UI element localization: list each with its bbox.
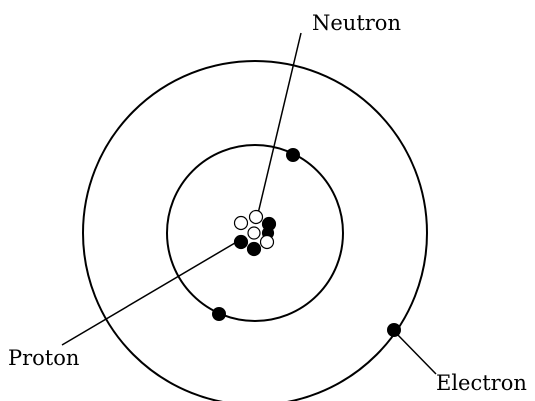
electron-label: Electron: [436, 371, 527, 395]
electron-inner-top: [286, 148, 300, 162]
proton-particle: [235, 217, 248, 230]
electron-leader-line: [395, 332, 436, 374]
nucleus: [235, 211, 276, 256]
proton-particle: [248, 227, 260, 239]
neutron-particle: [248, 243, 261, 256]
neutron-label: Neutron: [312, 11, 401, 35]
proton-leader-line: [62, 240, 240, 345]
proton-particle: [250, 211, 263, 224]
electron-inner-bottom: [212, 307, 226, 321]
neutron-particle: [235, 236, 248, 249]
electron-outer: [387, 323, 401, 337]
proton-particle: [261, 236, 274, 249]
proton-label: Proton: [8, 346, 79, 370]
